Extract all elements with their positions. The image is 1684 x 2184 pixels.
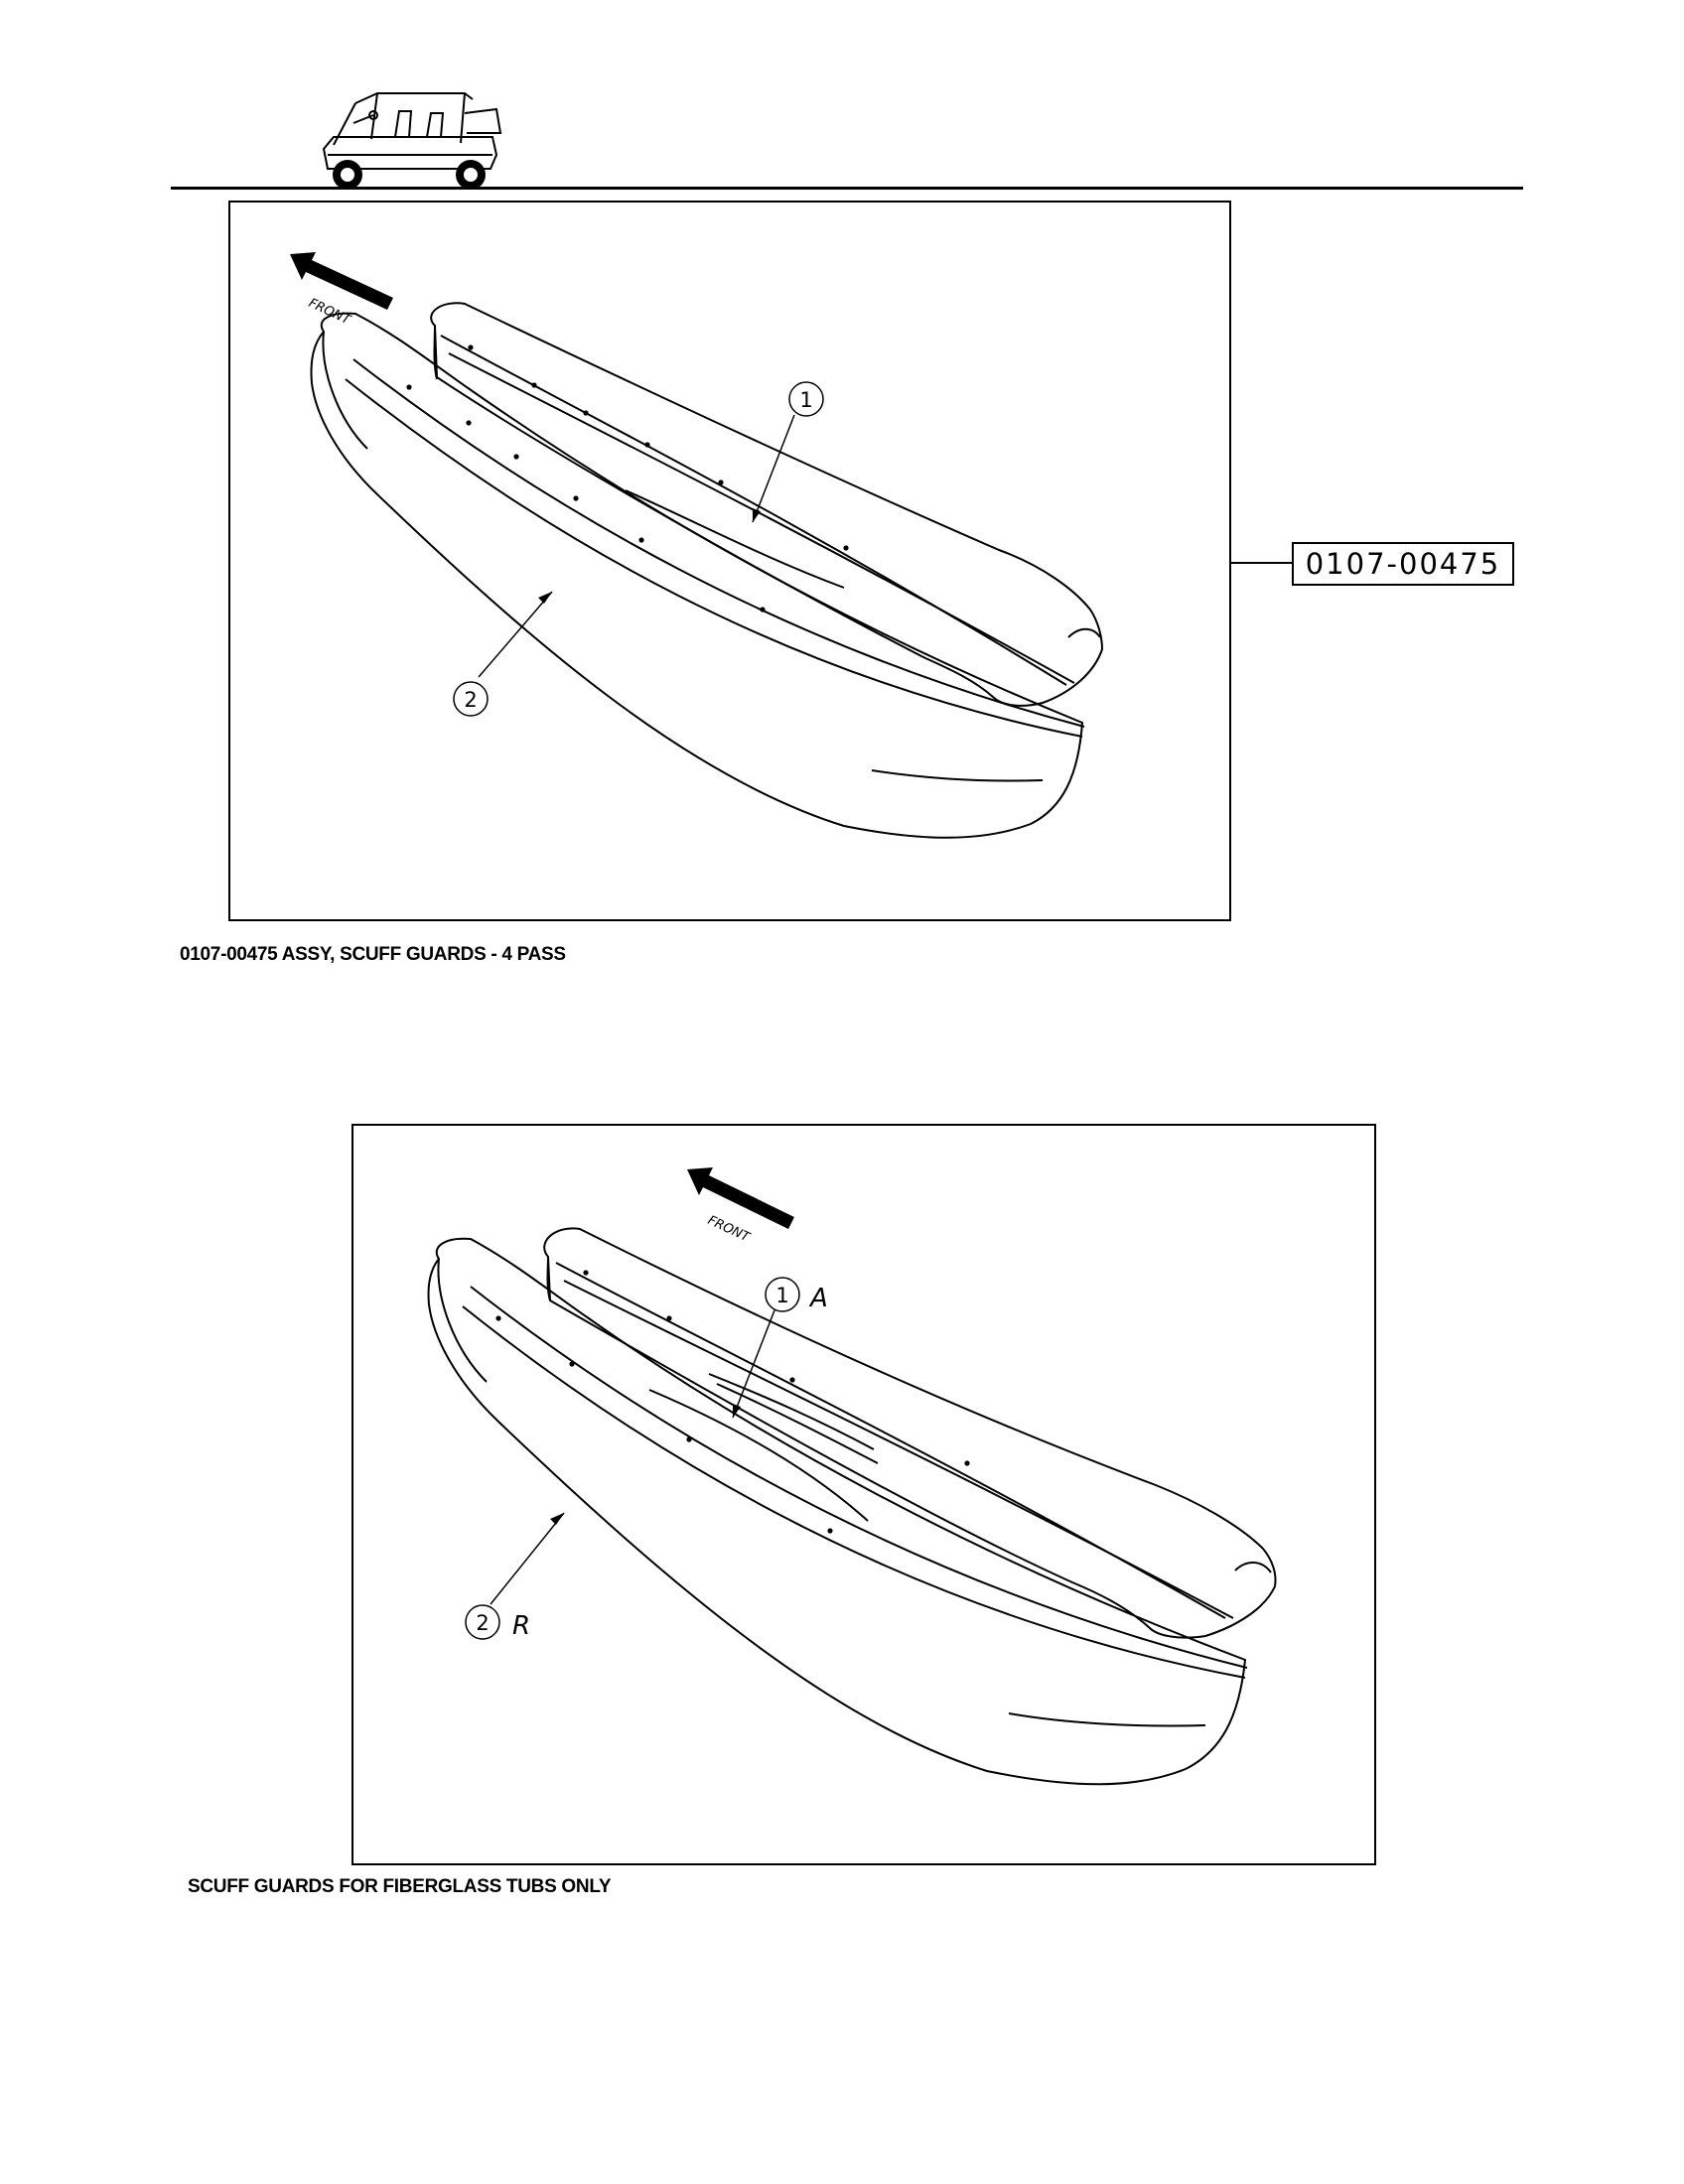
part-number-box: 0107-00475 bbox=[1292, 542, 1514, 586]
callout-2b-number: 2 bbox=[476, 1611, 489, 1635]
diagram-2-caption: SCUFF GUARDS FOR FIBERGLASS TUBS ONLY bbox=[188, 1876, 612, 1897]
front-arrow-icon-2 bbox=[687, 1167, 794, 1229]
scuff-guard-part-2b bbox=[427, 1237, 1248, 1786]
diagram-1-caption: 0107-00475 ASSY, SCUFF GUARDS - 4 PASS bbox=[180, 944, 566, 965]
callout-2-circle bbox=[453, 681, 489, 717]
header-rule bbox=[171, 187, 1523, 190]
front-label-2: FRONT bbox=[705, 1213, 753, 1246]
scuff-guards-diagram-1: FRONT 1 2 bbox=[228, 201, 1231, 921]
part-number-callout-line bbox=[1231, 562, 1292, 564]
callout-2b-circle bbox=[465, 1604, 500, 1640]
scuff-guard-part-1 bbox=[430, 302, 1104, 707]
front-label: FRONT bbox=[306, 296, 353, 329]
callout-1b-handwritten-note: A bbox=[808, 1284, 828, 1313]
callout-1b-leader bbox=[732, 1309, 775, 1419]
callout-1-number: 1 bbox=[799, 388, 812, 412]
callout-2-leader bbox=[478, 591, 553, 678]
scuff-guard-part-1b bbox=[543, 1227, 1277, 1639]
callout-1b-circle bbox=[765, 1277, 800, 1312]
callout-2b-handwritten-note: R bbox=[512, 1611, 530, 1641]
callout-1b-number: 1 bbox=[775, 1284, 788, 1307]
callout-2-number: 2 bbox=[464, 688, 477, 712]
electric-vehicle-icon bbox=[322, 92, 502, 190]
scuff-guards-diagram-2: FRONT 1 A 2 R bbox=[351, 1124, 1376, 1865]
scuff-guard-part-2 bbox=[310, 312, 1085, 839]
callout-2b-leader bbox=[490, 1512, 565, 1605]
front-arrow-icon bbox=[290, 252, 393, 310]
callout-1-circle bbox=[788, 381, 824, 417]
callout-1-leader bbox=[752, 414, 795, 523]
